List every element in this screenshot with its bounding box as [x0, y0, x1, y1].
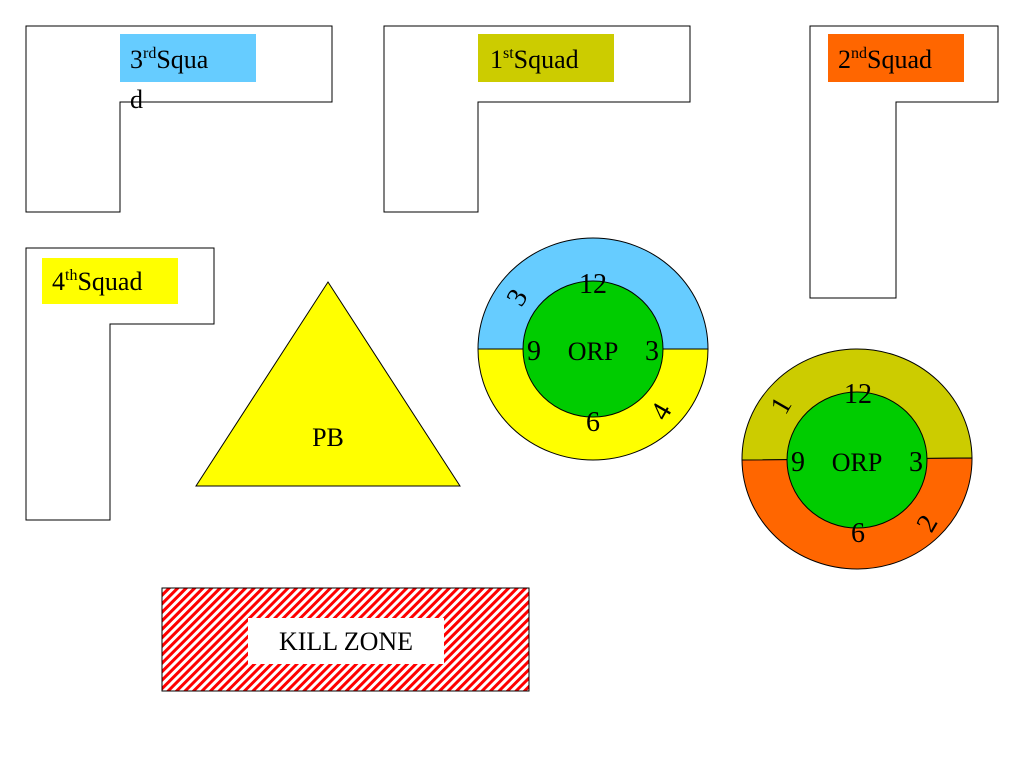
- squad-4-position: 4thSquad: [25, 247, 215, 521]
- kill-zone-label-box: [248, 618, 444, 664]
- orp-a-clock-9: 9: [527, 336, 541, 367]
- kill-zone: KILL ZONE: [161, 587, 530, 692]
- squad-4-label: 4thSquad: [52, 267, 142, 296]
- orp-b-center-label: ORP: [832, 448, 883, 477]
- squad-1-label: 1stSquad: [490, 45, 579, 74]
- orp-a: 12 ORP 9 3 6 3 4: [477, 237, 709, 461]
- patrol-base-triangle: [195, 281, 461, 487]
- squad-3-label: 3rdSqua: [130, 45, 209, 74]
- orp-b-core: [786, 391, 928, 529]
- squad-1-position: 1stSquad: [383, 25, 691, 213]
- patrol-base-label: PB: [312, 423, 344, 452]
- squad-2-label-box: [828, 34, 964, 82]
- squad-2-label: 2ndSquad: [838, 45, 932, 74]
- squad-3-label-wrap: d: [130, 85, 143, 114]
- squad-4-label-box: [42, 258, 178, 304]
- squad-2-l-shape: [809, 25, 999, 299]
- orp-b-clock-9: 9: [791, 447, 805, 478]
- patrol-base: PB: [195, 281, 461, 487]
- orp-b-clock-12: 12: [844, 379, 872, 410]
- orp-b-clock-6: 6: [851, 518, 865, 549]
- orp-b-clock-3: 3: [909, 447, 923, 478]
- squad-3-label-box: [120, 34, 256, 82]
- squad-2-position: 2ndSquad: [809, 25, 999, 299]
- orp-a-clock-3: 3: [645, 336, 659, 367]
- squad-1-label-box: [478, 34, 614, 82]
- orp-a-clock-6: 6: [586, 407, 600, 438]
- orp-a-clock-12: 12: [579, 269, 607, 300]
- orp-b: 12 ORP 9 3 6 1 2: [741, 348, 973, 570]
- squad-3-position: 3rdSqua d: [25, 25, 333, 213]
- kill-zone-label: KILL ZONE: [279, 627, 413, 656]
- orp-a-core: [522, 280, 664, 418]
- orp-a-center-label: ORP: [568, 337, 619, 366]
- squad-4-l-shape: [25, 247, 215, 521]
